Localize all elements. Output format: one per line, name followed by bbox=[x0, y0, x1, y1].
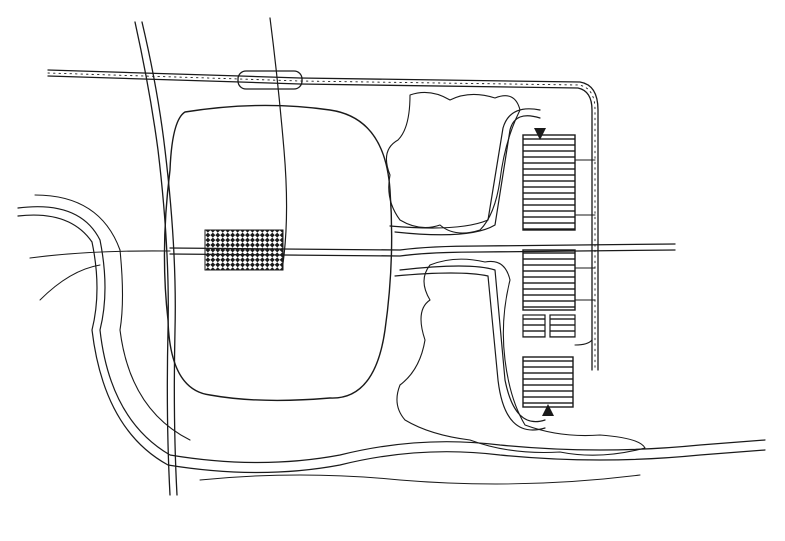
river bbox=[17, 194, 766, 485]
town-centre-block bbox=[204, 229, 284, 271]
woodland-south bbox=[396, 258, 646, 456]
main-road-east-west bbox=[29, 243, 676, 259]
built-up-area bbox=[163, 104, 393, 402]
north-south-roads bbox=[134, 17, 288, 496]
shed-small-b bbox=[549, 314, 576, 338]
arrow-south-loop bbox=[542, 404, 554, 416]
shed-block-middle bbox=[522, 249, 576, 311]
arrow-north-loop bbox=[534, 128, 546, 140]
woodland-north bbox=[385, 91, 521, 234]
rail-spurs bbox=[574, 159, 596, 346]
shed-block-south bbox=[522, 356, 574, 408]
industrial-sheds bbox=[522, 134, 576, 408]
railway-line bbox=[47, 69, 599, 371]
railway-station bbox=[237, 70, 303, 90]
access-loops bbox=[389, 108, 554, 431]
shed-block-north bbox=[522, 134, 576, 231]
shed-small-a bbox=[522, 314, 546, 338]
